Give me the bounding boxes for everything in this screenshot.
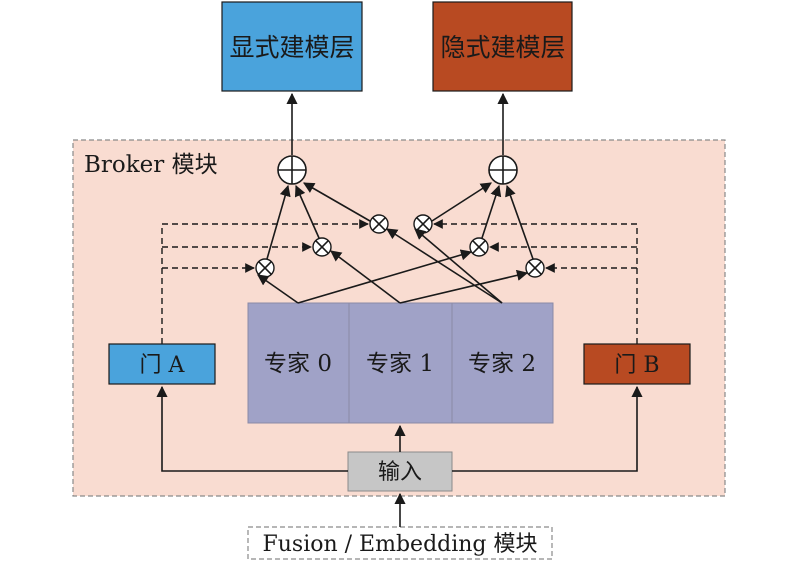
implicit-layer-box xyxy=(432,1,573,92)
source-module-label: Fusion / Embedding 模块 xyxy=(262,532,537,557)
gate-a-label: 门 A xyxy=(140,353,186,378)
arrow-input-to-gate-b xyxy=(452,385,643,472)
broker-label: Broker 模块 xyxy=(84,152,218,178)
circle-times-icon xyxy=(469,237,489,257)
circle-plus-icon xyxy=(277,155,307,185)
arrow-input-to-gate-a xyxy=(156,385,348,472)
arrow-expert-to-mul xyxy=(399,269,529,304)
circle-times-icon xyxy=(525,258,545,278)
arrow-expert-to-mul xyxy=(414,228,503,304)
arrow-mul-to-sum xyxy=(431,182,492,222)
gate-a-dashed-path xyxy=(161,219,369,344)
arrow-expert-to-mul xyxy=(386,228,503,304)
arrow-mul-to-sum xyxy=(266,184,291,260)
gate-a-box xyxy=(108,343,216,385)
arrow-expert-to-mul xyxy=(257,274,299,304)
expert-box-2 xyxy=(451,302,554,424)
circle-times-icon xyxy=(369,214,389,234)
circle-times-icon xyxy=(312,237,332,257)
source-module-box xyxy=(247,526,553,560)
gate-b-label: 门 B xyxy=(614,353,659,378)
arrow-mul-to-sum xyxy=(481,184,502,239)
circle-plus-icon xyxy=(488,155,518,185)
arrow-mul-to-sum xyxy=(303,182,371,222)
implicit-layer-label: 隐式建模层 xyxy=(440,33,565,62)
gate-b-box xyxy=(583,343,691,385)
input-box xyxy=(347,451,453,492)
expert-label-2: 专家 2 xyxy=(468,351,536,377)
expert-box-0 xyxy=(247,302,350,424)
explicit-layer-box xyxy=(221,1,363,92)
gate-b-dashed-path xyxy=(433,219,638,344)
input-label: 输入 xyxy=(378,460,422,485)
expert-label-1: 专家 1 xyxy=(366,351,434,377)
arrow-expert-to-mul xyxy=(330,250,401,304)
arrow-mul-to-sum xyxy=(505,184,534,260)
explicit-layer-label: 显式建模层 xyxy=(229,33,354,62)
arrow-expert-to-mul xyxy=(297,249,473,304)
expert-label-0: 专家 0 xyxy=(264,351,332,377)
expert-box-1 xyxy=(348,302,453,424)
arrow-mul-to-sum xyxy=(294,184,320,239)
circle-times-icon xyxy=(255,258,275,278)
